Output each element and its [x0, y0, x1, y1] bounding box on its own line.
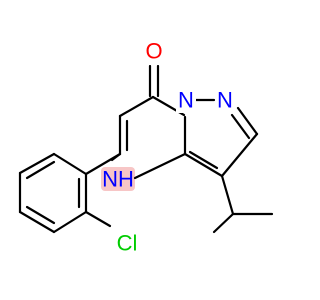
atom-labels: O N N NH Cl [102, 37, 235, 257]
nitrogen-label-1: N [178, 88, 194, 113]
molecule-structure: O N N NH Cl [18, 37, 274, 257]
nh-highlight [101, 167, 135, 191]
bond-lines [18, 64, 274, 234]
oxygen-label: O [145, 39, 162, 64]
chlorine-label: Cl [117, 231, 138, 256]
nh-label: NH [102, 167, 134, 192]
nitrogen-label-2: N [217, 88, 233, 113]
